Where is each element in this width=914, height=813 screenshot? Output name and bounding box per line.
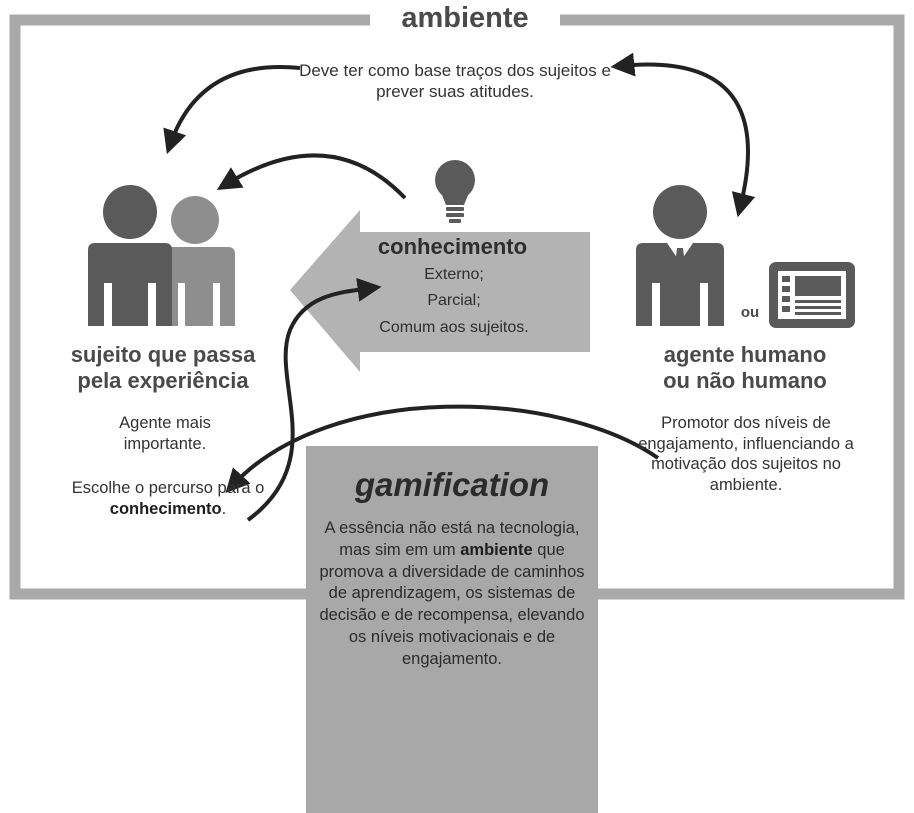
agent-description: Promotor dos níveis de engajamento, infl… [638, 414, 854, 494]
person-icon [88, 185, 235, 326]
knowledge-item: Parcial; [427, 292, 481, 310]
subject-choice-post: . [221, 499, 227, 518]
gamification-box [306, 446, 598, 813]
subject-choice-bold: conhecimento [109, 499, 222, 518]
subject-choice-text: Escolhe o percurso para o conhecimento. [68, 478, 268, 519]
subject-title: sujeito que passa pela experiência [28, 342, 298, 395]
knowledge-item: Externo; [424, 266, 484, 283]
arrow-knowledge-to-person [216, 153, 407, 200]
gamification-title: gamification [354, 466, 550, 503]
knowledge-arrow-shape [290, 210, 590, 372]
screen-icon [769, 262, 855, 328]
agent-title-line2: ou não humano [663, 368, 827, 394]
arrow-agent-to-person [225, 404, 660, 494]
gamification-body-bold: ambiente [460, 540, 533, 559]
subject-title-line1: sujeito que passa [70, 342, 256, 367]
agent-title: agente humano ou não humano [620, 342, 870, 395]
lightbulb-icon [435, 160, 475, 223]
arrow-choice-path [246, 277, 382, 522]
subject-description: Agente mais importante. [119, 414, 211, 453]
arrow-note-agent-bidirectional [610, 52, 756, 218]
environment-title: ambiente [370, 2, 560, 35]
businessman-icon [636, 185, 724, 326]
gamification-body: A essência não está na tecnologia, mas s… [316, 518, 588, 670]
knowledge-title: conhecimento [377, 234, 528, 259]
agent-title-line1: agente humano [663, 342, 827, 367]
gamification-body-pre: A essência não está na tecnologia, mas s… [324, 519, 580, 559]
gamification-body-post: que promova a diversidade de caminhos de… [319, 540, 585, 668]
subject-title-line2: pela experiência [77, 368, 249, 394]
knowledge-items: Externo; Parcial; Comum aos sujeitos. [338, 262, 570, 341]
subject-choice-pre: Escolhe o percurso para o [71, 479, 265, 497]
or-label: ou [740, 304, 760, 321]
knowledge-item: Comum aos sujeitos. [379, 318, 529, 336]
top-note: Deve ter como base traços dos sujeitos e… [299, 61, 611, 102]
arrow-note-to-person [163, 65, 301, 155]
